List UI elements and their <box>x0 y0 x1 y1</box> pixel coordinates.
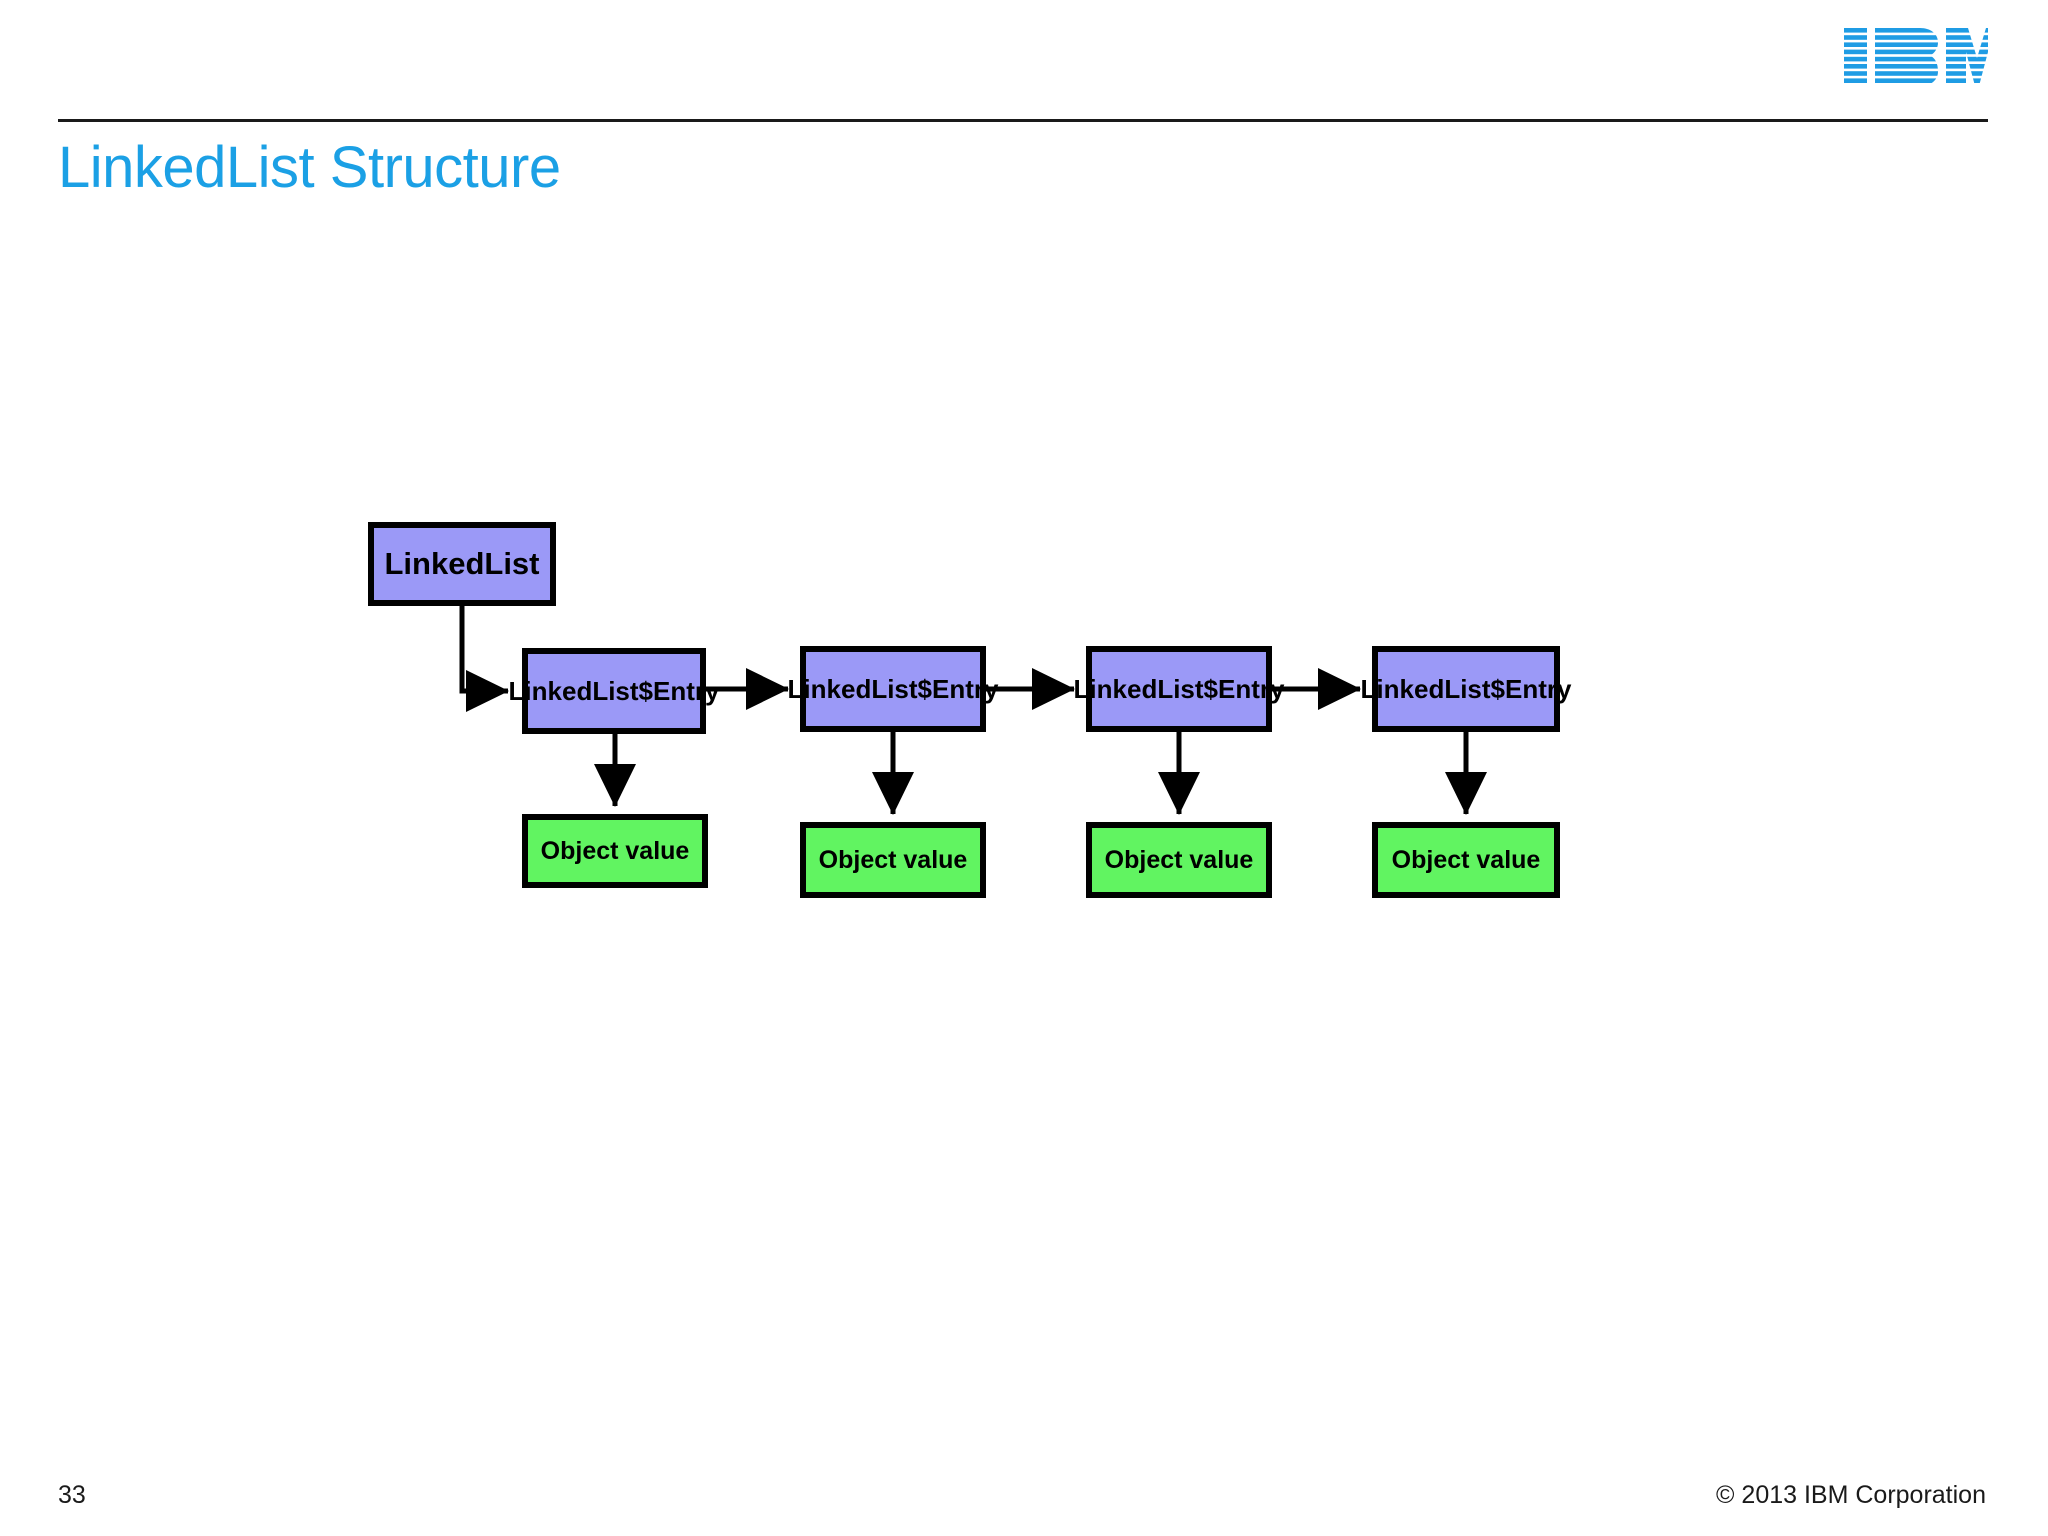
node-object-value-3: Object value <box>1086 822 1272 898</box>
page-number: 33 <box>58 1481 86 1509</box>
node-linkedlist-entry-4-label: LinkedList$Entry <box>1360 673 1572 704</box>
page-title: LinkedList Structure <box>58 135 561 200</box>
node-linkedlist: LinkedList <box>368 522 556 606</box>
node-object-value-1-label: Object value <box>540 836 690 865</box>
node-object-value-2-label: Object value <box>818 845 968 874</box>
connector-root-to-entry-1 <box>459 606 510 712</box>
node-object-value-4-label: Object value <box>1391 845 1541 874</box>
node-linkedlist-entry-3-label: LinkedList$Entry <box>1073 673 1285 704</box>
ibm-logo <box>1844 28 1988 86</box>
node-linkedlist-label: LinkedList <box>384 546 540 581</box>
node-object-value-1: Object value <box>522 814 708 888</box>
node-object-value-4: Object value <box>1372 822 1560 898</box>
node-object-value-2: Object value <box>800 822 986 898</box>
node-linkedlist-entry-2-label: LinkedList$Entry <box>787 673 999 704</box>
node-linkedlist-entry-2: LinkedList$Entry <box>788 646 998 732</box>
node-linkedlist-entry-1-label: LinkedList$Entry <box>508 675 720 706</box>
node-linkedlist-entry-3: LinkedList$Entry <box>1074 646 1284 732</box>
node-linkedlist-entry-4: LinkedList$Entry <box>1361 646 1571 732</box>
copyright-notice: © 2013 IBM Corporation <box>1716 1481 1986 1509</box>
node-object-value-3-label: Object value <box>1104 845 1254 874</box>
header-divider <box>58 119 1988 122</box>
node-linkedlist-entry-1: LinkedList$Entry <box>509 648 719 734</box>
